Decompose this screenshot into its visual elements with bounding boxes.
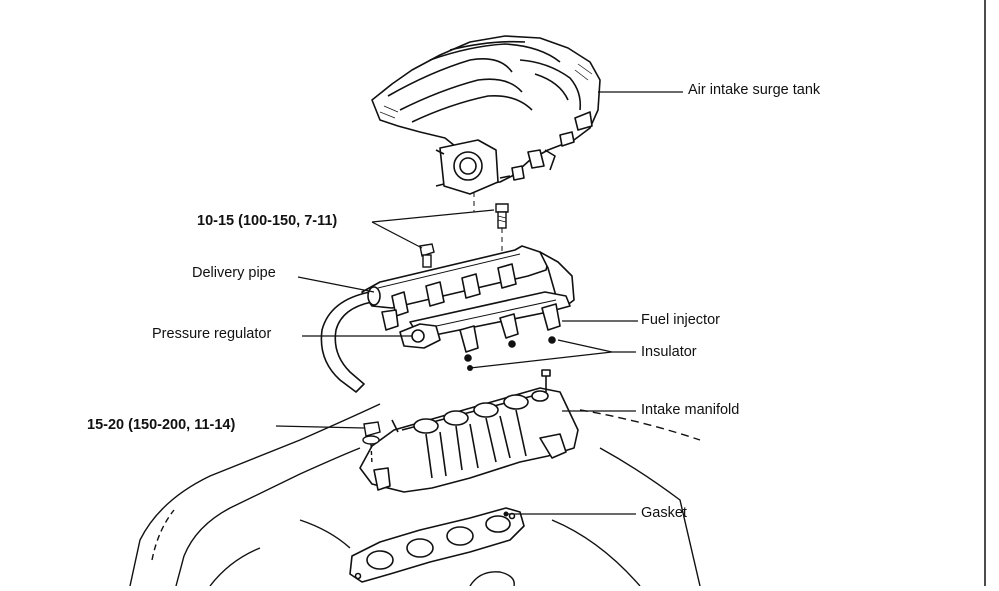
label-torque-bottom: 15-20 (150-200, 11-14): [87, 417, 236, 433]
label-torque-top: 10-15 (100-150, 7-11): [197, 213, 338, 229]
gasket-drawing: [349, 507, 525, 583]
nut-and-washer: [362, 421, 381, 465]
label-fuel-injector: Fuel injector: [641, 312, 720, 328]
label-gasket: Gasket: [641, 505, 687, 521]
label-delivery-pipe: Delivery pipe: [192, 265, 276, 281]
leaders-manifold: [275, 410, 636, 429]
delivery-pipe-drawing: [320, 245, 575, 393]
label-intake-manifold: Intake manifold: [641, 402, 740, 418]
leaders-torque-top: [371, 209, 495, 249]
leaders-pipe: [297, 276, 638, 369]
intake-manifold-drawing: [359, 369, 579, 493]
engine-outline: [129, 403, 701, 587]
label-pressure-regulator: Pressure regulator: [152, 326, 272, 342]
surge-tank-drawing: [371, 35, 601, 195]
label-insulator: Insulator: [641, 344, 697, 360]
bolt-top-right: [495, 203, 509, 229]
bolt-top-left: [419, 243, 435, 268]
label-surge-tank: Air intake surge tank: [688, 82, 821, 98]
